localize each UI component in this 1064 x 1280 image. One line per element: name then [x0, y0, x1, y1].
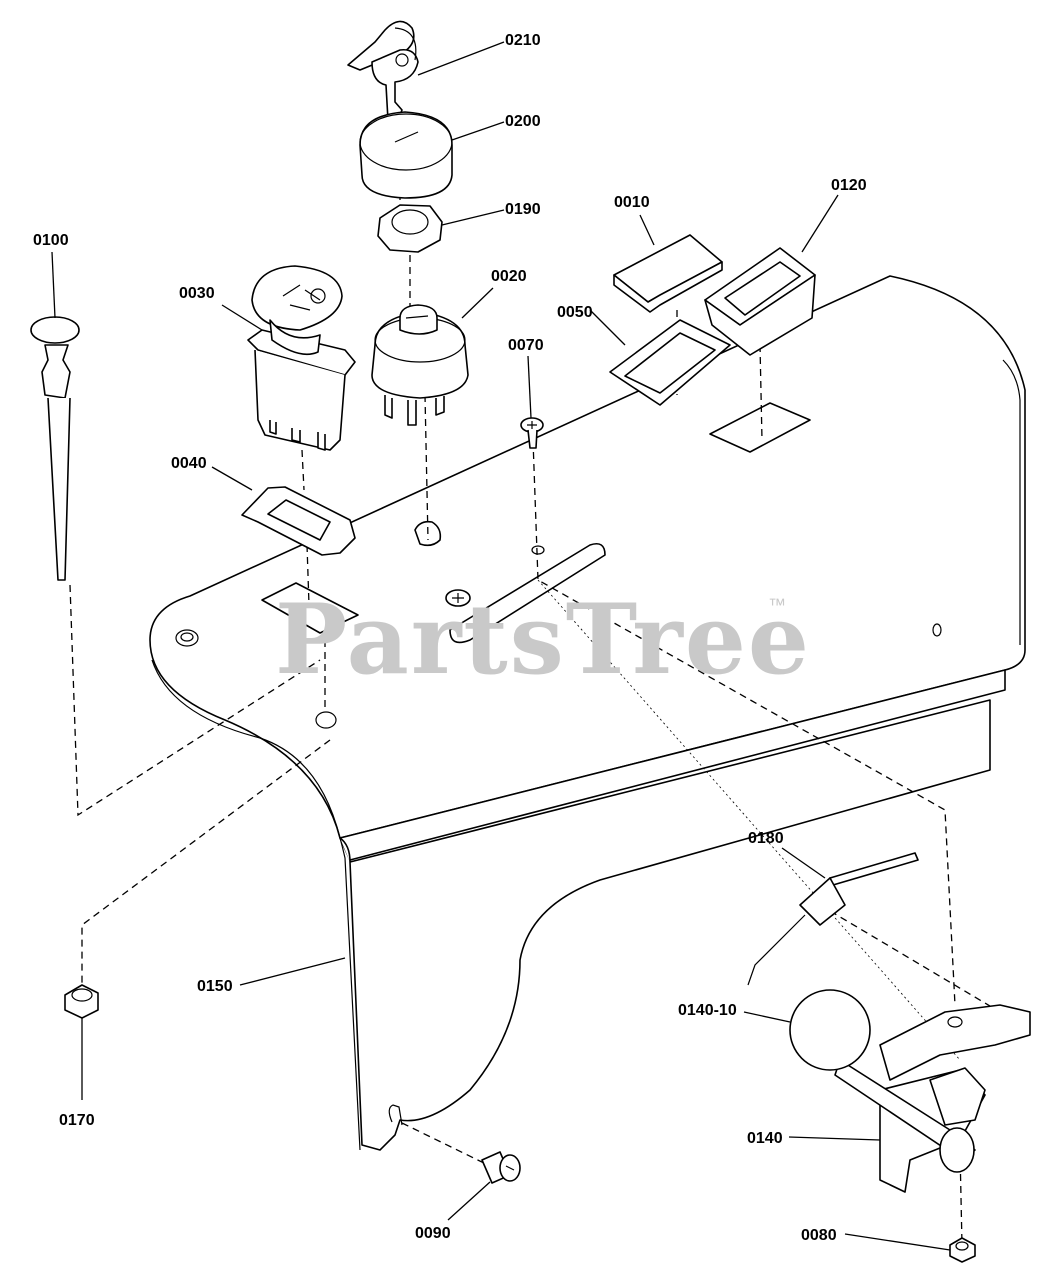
callout-0200[interactable]: 0200 — [505, 113, 541, 130]
leader-lines — [51, 41, 951, 1251]
callout-0180[interactable]: 0180 — [748, 830, 784, 847]
callout-0090[interactable]: 0090 — [415, 1225, 451, 1242]
trademark-symbol: ™ — [768, 595, 786, 615]
ignition-cap — [359, 111, 453, 199]
callout-0150[interactable]: 0150 — [197, 978, 233, 995]
callout-0170[interactable]: 0170 — [59, 1112, 95, 1129]
callout-0040[interactable]: 0040 — [171, 455, 207, 472]
callout-0050[interactable]: 0050 — [557, 304, 593, 321]
dash-panel — [149, 275, 1026, 1151]
pto-switch — [247, 265, 356, 451]
callout-0210[interactable]: 0210 — [505, 32, 541, 49]
key — [347, 20, 419, 141]
hex-nut-bottom — [949, 1237, 976, 1263]
callout-0030[interactable]: 0030 — [179, 285, 215, 302]
rocker-button — [613, 234, 723, 313]
rocker-switch-housing — [704, 247, 816, 356]
callout-0020[interactable]: 0020 — [491, 268, 527, 285]
pto-bezel — [241, 486, 356, 556]
callout-0140-10[interactable]: 0140-10 — [678, 1002, 737, 1019]
callout-0120[interactable]: 0120 — [831, 177, 867, 194]
watermark: PartsTree — [275, 583, 811, 696]
callout-0070[interactable]: 0070 — [508, 337, 544, 354]
callout-0010[interactable]: 0010 — [614, 194, 650, 211]
hex-nut-left — [64, 984, 99, 1019]
callout-0190[interactable]: 0190 — [505, 201, 541, 218]
callout-0140[interactable]: 0140 — [747, 1130, 783, 1147]
shoulder-bolt — [481, 1151, 521, 1184]
choke-cable — [30, 316, 80, 581]
hex-nut-top — [377, 204, 443, 253]
callout-0100[interactable]: 0100 — [33, 232, 69, 249]
cable-clip — [747, 852, 919, 986]
throttle-control — [789, 989, 1031, 1193]
switch-gasket — [609, 319, 731, 406]
ignition-switch — [371, 304, 469, 426]
callout-0080[interactable]: 0080 — [801, 1227, 837, 1244]
screw-top — [520, 417, 544, 449]
